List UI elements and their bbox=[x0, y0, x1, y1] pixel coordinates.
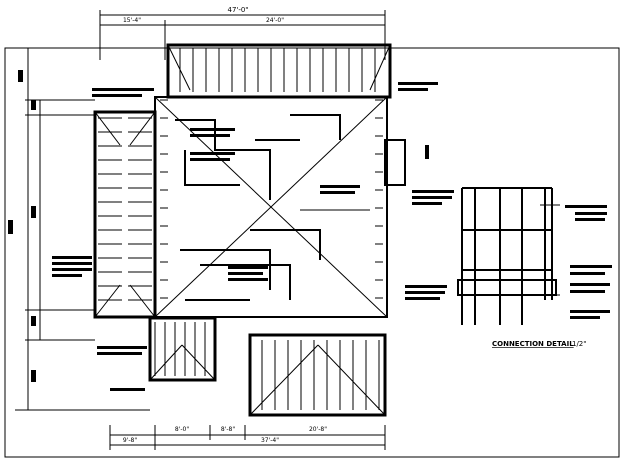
dim-bottom-1: 9'-8" bbox=[123, 437, 137, 444]
detail-scale: 1/2" bbox=[572, 340, 587, 348]
sheet-border bbox=[4, 47, 620, 458]
detail-caption: CONNECTION DETAIL bbox=[492, 340, 574, 348]
left-dimension-lines bbox=[15, 47, 165, 411]
interior-walls bbox=[175, 114, 341, 301]
connection-detail-notes bbox=[565, 205, 612, 319]
dim-top-right: 24'-0" bbox=[266, 17, 284, 24]
dim-bottom-2: 8'-0" bbox=[175, 426, 189, 433]
roof-hip-lines bbox=[94, 44, 391, 416]
dim-bottom-overall: 37'-4" bbox=[261, 437, 279, 444]
connection-detail-drawing bbox=[457, 187, 560, 325]
rafter-grid bbox=[98, 48, 383, 410]
bottom-dimension-lines bbox=[109, 425, 386, 450]
left-dimension-tags bbox=[8, 70, 36, 382]
annotation-blocks bbox=[52, 82, 454, 391]
dim-top-left: 15'-4" bbox=[123, 17, 141, 24]
dim-bottom-3: 8'-8" bbox=[221, 426, 235, 433]
roof-outlines bbox=[93, 43, 406, 417]
top-dimension-lines bbox=[99, 10, 386, 60]
dim-top-overall: 47'-0" bbox=[227, 6, 248, 14]
dim-bottom-4: 20'-8" bbox=[309, 426, 327, 433]
